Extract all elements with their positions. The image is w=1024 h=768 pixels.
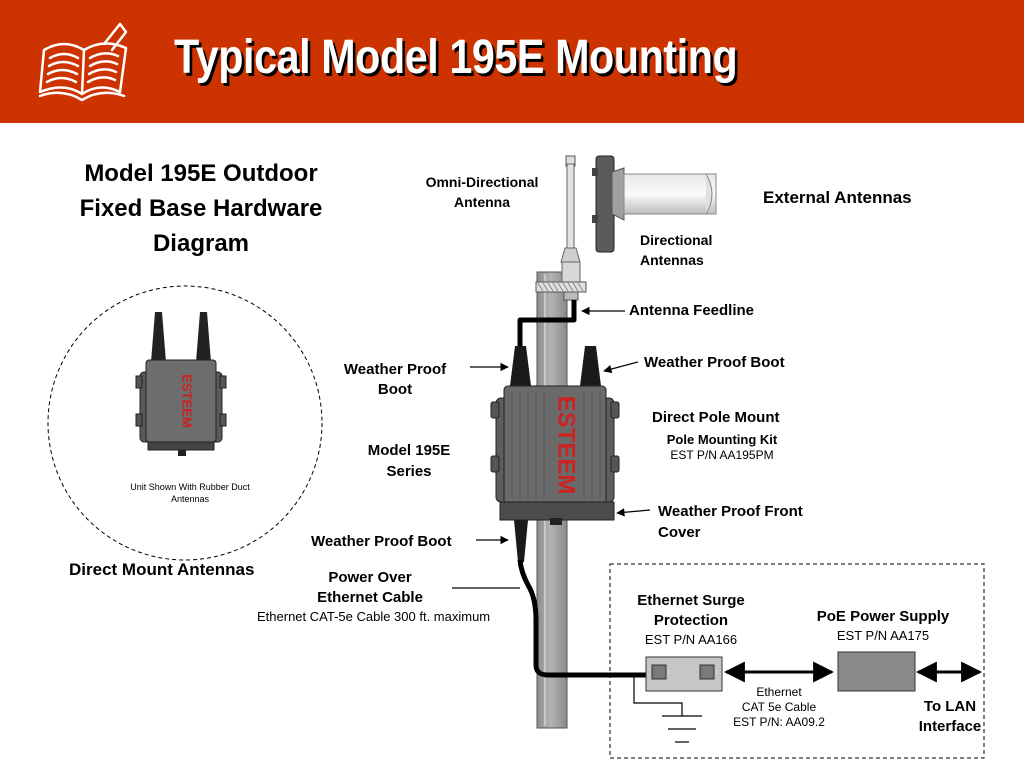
surge-protection-label: Ethernet Surge Protection bbox=[637, 592, 745, 629]
direct-pole-mount-label: Direct Pole Mount bbox=[652, 409, 780, 426]
model-series-label: Model 195E Series bbox=[367, 442, 451, 480]
weather-proof-boot-bottom bbox=[514, 520, 528, 562]
poe-power-supply-part-number: EST P/N AA175 bbox=[836, 628, 930, 643]
inset-enclosure: ESTEEM bbox=[135, 359, 227, 456]
pole-mounting-kit-label: Pole Mounting Kit bbox=[666, 432, 778, 447]
callout-arrows bbox=[452, 306, 651, 589]
diagram-title: Model 195E Outdoor Fixed Base Hardware D… bbox=[79, 160, 323, 257]
open-book-icon bbox=[38, 22, 128, 102]
directional-antenna bbox=[592, 155, 717, 253]
poe-ethernet-cable bbox=[517, 559, 646, 678]
poe-power-supply-label: PoE Power Supply bbox=[816, 608, 950, 625]
antenna-feedline-label: Antenna Feedline bbox=[629, 302, 755, 319]
ethernet-cable-label: Ethernet CAT 5e Cable EST P/N: AA09.2 bbox=[733, 685, 825, 729]
external-antennas-label: External Antennas bbox=[763, 188, 912, 207]
weather-proof-boot-right-label: Weather Proof Boot bbox=[644, 354, 785, 371]
model-195e-enclosure: ESTEEM bbox=[490, 385, 620, 525]
network-equipment-box bbox=[609, 563, 985, 759]
weather-proof-boot-top-left bbox=[510, 346, 531, 386]
poe-cable-label: Power Over Ethernet Cable bbox=[317, 569, 423, 606]
omni-directional-antenna bbox=[535, 155, 587, 301]
ground-symbol bbox=[633, 674, 702, 743]
poe-power-supply bbox=[837, 651, 916, 692]
directional-antennas-label: Directional Antennas bbox=[640, 232, 713, 268]
enclosure-logo: ESTEEM bbox=[553, 396, 580, 495]
title-banner bbox=[0, 0, 1024, 123]
inset-caption: Unit Shown With Rubber Duct Antennas bbox=[130, 482, 250, 504]
rubber-duck-antenna-right bbox=[196, 312, 211, 362]
weather-proof-boot-top-right bbox=[580, 346, 601, 386]
weather-proof-boot-left-label: Weather Proof Boot bbox=[343, 361, 447, 398]
ethernet-surge-protector bbox=[645, 656, 723, 692]
weather-proof-boot-bottom-label: Weather Proof Boot bbox=[311, 533, 452, 550]
weather-proof-front-cover-label: Weather Proof Front Cover bbox=[658, 503, 803, 541]
rubber-duck-antenna-left bbox=[151, 312, 166, 362]
page-title: Typical Model 195E Mounting bbox=[174, 31, 738, 84]
inset-circle: ESTEEM bbox=[47, 285, 323, 561]
omni-antenna-label: Omni-Directional Antenna bbox=[425, 174, 539, 210]
surge-protection-part-number: EST P/N AA166 bbox=[644, 632, 738, 647]
to-lan-interface-label: To LAN Interface bbox=[918, 698, 982, 735]
direct-mount-antennas-label: Direct Mount Antennas bbox=[69, 560, 255, 579]
antenna-feedline-cable bbox=[517, 300, 577, 352]
pole-mounting-kit-part-number: EST P/N AA195PM bbox=[670, 448, 774, 462]
poe-cable-note: Ethernet CAT-5e Cable 300 ft. maximum bbox=[257, 609, 491, 624]
inset-logo: ESTEEM bbox=[180, 374, 195, 427]
